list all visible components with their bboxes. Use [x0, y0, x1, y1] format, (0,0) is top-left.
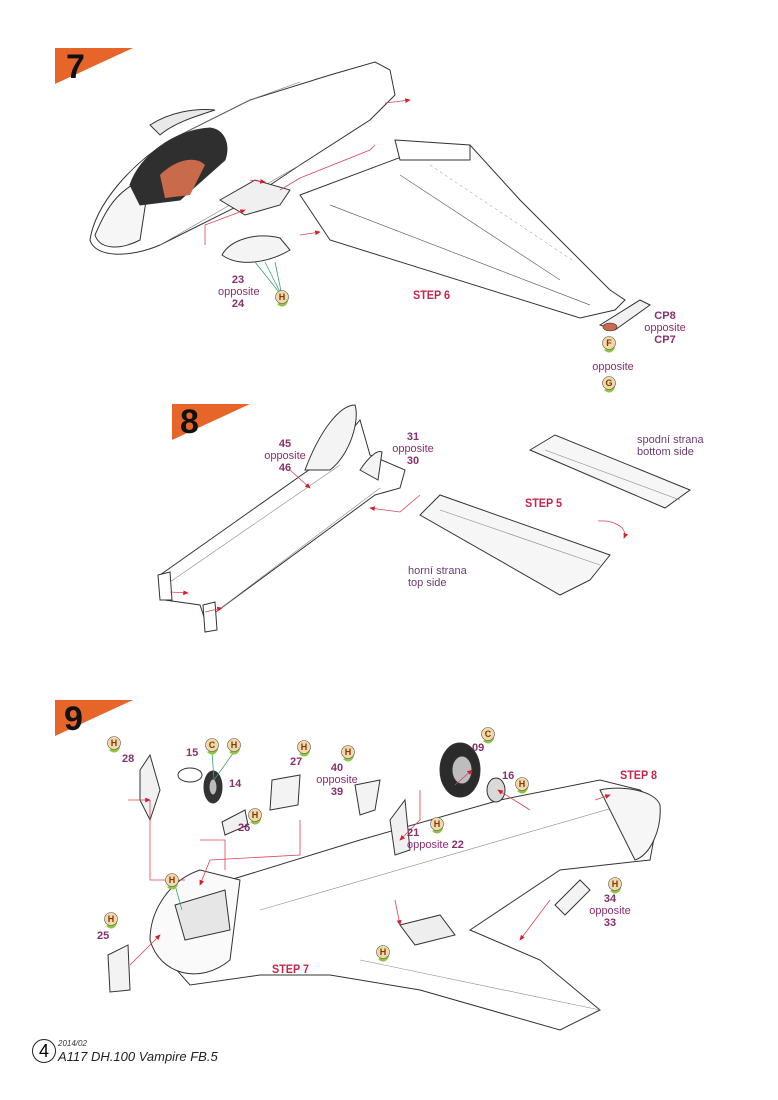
- step-5-reference: STEP 5: [525, 496, 563, 510]
- svg-text:C: C: [485, 729, 492, 739]
- paint-h-badge: H: [275, 290, 289, 307]
- svg-text:C: C: [209, 740, 216, 750]
- footer-date: 2014/02: [58, 1039, 87, 1048]
- svg-text:H: H: [301, 742, 308, 752]
- step7-drawing: [89, 61, 651, 332]
- svg-text:F: F: [606, 338, 612, 348]
- step-7-number: 7: [66, 48, 85, 86]
- part-09-label: 09: [472, 742, 485, 754]
- step-8-number: 8: [180, 403, 199, 441]
- paint-c-badge: C: [205, 738, 219, 755]
- paint-c-badge: C: [481, 727, 495, 744]
- step-7-reference: STEP 7: [272, 962, 310, 976]
- svg-text:H: H: [612, 879, 619, 889]
- svg-text:H: H: [345, 747, 352, 757]
- part-45-label: 45 opposite 46: [264, 438, 306, 474]
- part-14-label: 14: [229, 778, 242, 790]
- paint-h-badge: H: [104, 912, 118, 929]
- paint-h-badge: H: [227, 738, 241, 755]
- svg-text:H: H: [252, 810, 259, 820]
- part-40-label: 40 opposite 39: [316, 762, 358, 798]
- svg-text:H: H: [434, 819, 441, 829]
- paint-f-badge: F: [602, 336, 616, 353]
- paint-h-badge: H: [165, 873, 179, 890]
- paint-h-badge: H: [248, 808, 262, 825]
- part-16-label: 16: [502, 770, 515, 782]
- part-21-label: 21 opposite 22: [407, 827, 464, 851]
- svg-text:G: G: [605, 378, 612, 388]
- part-26-label: 26: [238, 822, 251, 834]
- part-34-label: 34 opposite 33: [589, 893, 631, 929]
- svg-text:H: H: [380, 947, 387, 957]
- paint-g-badge: G: [602, 376, 616, 393]
- part-25-label: 25: [97, 930, 110, 942]
- step-8-flag: [172, 404, 250, 440]
- part-27-label: 27: [290, 756, 303, 768]
- part-31-label: 31 opposite 30: [392, 431, 434, 467]
- bottom-side-label: spodní strana bottom side: [637, 434, 704, 458]
- step-7-flag: [55, 48, 133, 84]
- svg-text:H: H: [108, 914, 115, 924]
- page-number: 4: [32, 1039, 56, 1063]
- svg-text:H: H: [169, 875, 176, 885]
- step-9-flag: [55, 700, 133, 736]
- step9-drawing: [107, 742, 661, 1031]
- paint-h-badge: H: [107, 736, 121, 753]
- paint-h-badge: H: [297, 740, 311, 757]
- step-8-reference: STEP 8: [620, 768, 658, 782]
- step8-drawing: [157, 404, 692, 633]
- paint-h-badge: H: [376, 945, 390, 962]
- part-23-label: 23 opposite 24: [218, 274, 260, 310]
- svg-text:H: H: [519, 779, 526, 789]
- top-side-label: horní strana top side: [408, 565, 467, 589]
- part-28-label: 28: [122, 753, 135, 765]
- footer-title: A117 DH.100 Vampire FB.5: [58, 1049, 218, 1064]
- part-15-label: 15: [186, 747, 199, 759]
- paint-h-badge: H: [608, 877, 622, 894]
- svg-text:H: H: [279, 292, 286, 302]
- paint-h-badge: H: [515, 777, 529, 794]
- step-6-reference: STEP 6: [413, 288, 451, 302]
- opposite-label: opposite: [592, 361, 634, 373]
- paint-h-badge: H: [430, 817, 444, 834]
- svg-text:H: H: [231, 740, 238, 750]
- step-9-number: 9: [64, 700, 83, 738]
- part-cp8-label: CP8 opposite CP7: [644, 310, 686, 346]
- paint-h-badge: H: [341, 745, 355, 762]
- svg-text:H: H: [111, 738, 118, 748]
